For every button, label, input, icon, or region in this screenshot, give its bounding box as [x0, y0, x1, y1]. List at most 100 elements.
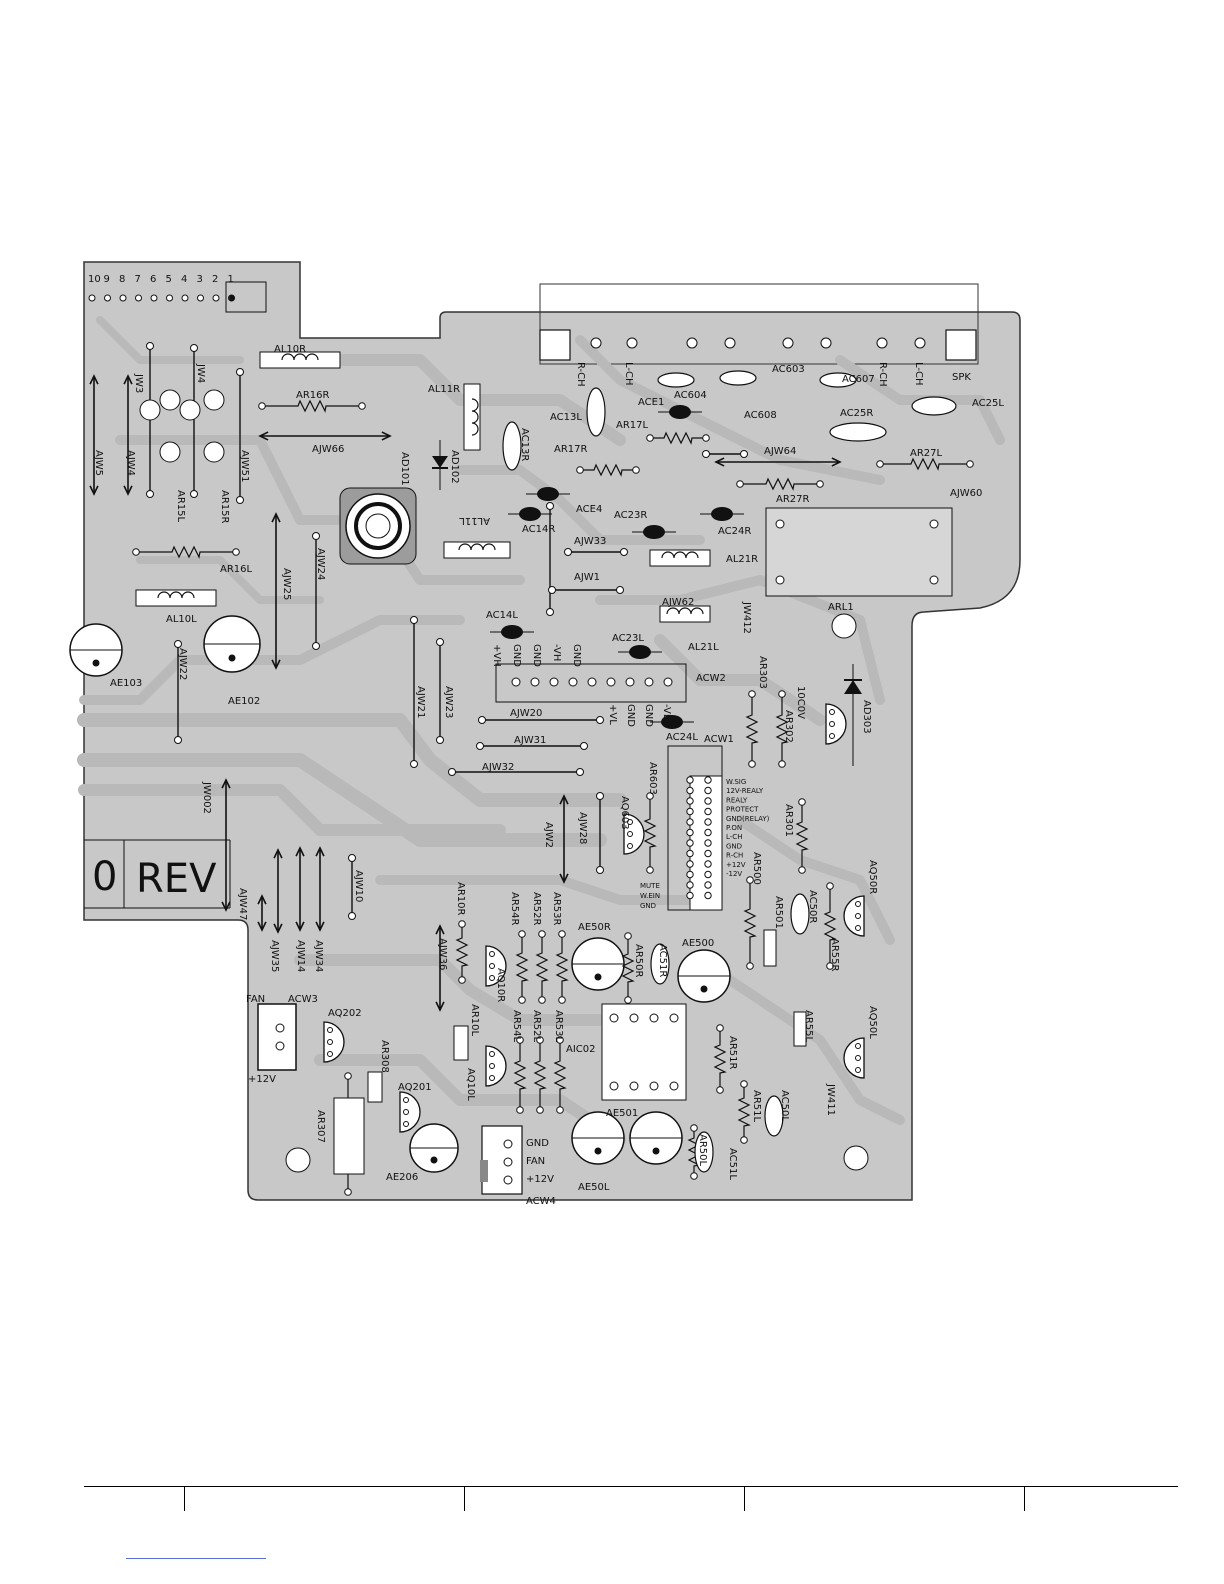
label-ar308: AR308 — [379, 1040, 390, 1073]
label-ajw1: AJW1 — [574, 572, 600, 583]
acw1-pad — [686, 818, 694, 826]
label-ac50l: AC50L — [779, 1090, 790, 1122]
label-ajw14: AJW14 — [295, 940, 306, 972]
connector-pin-7 — [135, 294, 142, 302]
inductor — [659, 605, 711, 623]
label-ae102: AE102 — [228, 696, 260, 707]
connector-pin-10 — [88, 294, 96, 302]
inductor — [135, 589, 217, 607]
acw4-pin-label: FAN — [526, 1156, 545, 1167]
label-ac13l: AC13L — [550, 412, 582, 423]
connector-number: 4 — [181, 274, 187, 285]
connector-number: 10 — [88, 274, 101, 285]
label-ar50l: AR50L — [697, 1134, 708, 1167]
large-pad — [203, 389, 225, 411]
label-ar54r: AR54R — [509, 892, 520, 926]
label-ar15l: AR15L — [175, 490, 186, 523]
resistor — [555, 934, 569, 1000]
label-ar53r: AR53R — [551, 892, 562, 926]
acw2-pin-bottom-label: GND — [643, 704, 654, 727]
transistors — [323, 703, 865, 1133]
resistor — [455, 924, 469, 980]
transformer-symbol — [339, 487, 417, 565]
label-ae500: AE500 — [682, 938, 714, 949]
label-jw412: JW412 — [741, 601, 752, 634]
acw1-pad — [686, 881, 694, 889]
ic-aic02 — [601, 1003, 687, 1101]
label-ar603: AR603 — [647, 762, 658, 795]
ceramic-capacitor — [657, 372, 695, 388]
label-ajw66: AJW66 — [312, 444, 344, 455]
connector-pin-2 — [212, 294, 220, 302]
acw2-pin-top-label: +VH — [491, 644, 502, 667]
acw2-pin-top-label: GND — [531, 644, 542, 667]
label-ajw36: AJW36 — [437, 938, 448, 970]
large-pad — [159, 389, 181, 411]
acw1-pad — [704, 828, 712, 837]
label-ar500: AR500 — [751, 852, 762, 885]
label-aq603: AQ603 — [619, 796, 630, 830]
spk-pin-label: L-CH — [623, 362, 634, 386]
speaker-connector-outline — [539, 283, 979, 365]
footer-link-underline[interactable] — [126, 1558, 266, 1559]
label-aq10r: AQ10R — [495, 968, 506, 1002]
resistor — [515, 934, 529, 1000]
label-ac25r: AC25R — [840, 408, 873, 419]
acw1-pin-label: P.ON — [726, 824, 742, 832]
label-al21l: AL21L — [688, 642, 719, 653]
label-ar50r: AR50R — [633, 944, 644, 978]
connector-pin-8 — [119, 294, 127, 302]
resistor — [795, 802, 809, 870]
relay-arl1 — [765, 507, 953, 639]
label-arl1: ARL1 — [828, 602, 854, 613]
label-ar51l: AR51L — [751, 1090, 762, 1123]
acw4-pin-label: +12V — [526, 1174, 554, 1185]
label-ace1: ACE1 — [638, 397, 664, 408]
rev-label-box: 0 REV — [84, 839, 231, 909]
label-acw3: ACW3 — [288, 994, 318, 1005]
acw1-extra-label: MUTE — [640, 882, 660, 890]
acw1-pad — [686, 807, 694, 816]
label-acw1: ACW1 — [704, 734, 734, 745]
label-ajw51: AJW51 — [239, 450, 250, 482]
label-ar55l: AR55L — [803, 1010, 814, 1043]
acw1-extra-label: W.EIN — [640, 892, 660, 900]
acw1-pad — [704, 881, 712, 889]
label-ae501: AE501 — [606, 1108, 638, 1119]
acw2-pad — [587, 677, 597, 687]
label-fan: FAN — [246, 994, 265, 1005]
label-ajw62: AJW62 — [662, 597, 694, 608]
label-ar27l: AR27L — [910, 448, 943, 459]
label-ac13r: AC13R — [519, 428, 530, 461]
label-acw4: ACW4 — [526, 1196, 556, 1207]
label-ar307: AR307 — [315, 1110, 326, 1143]
label-ar501: AR501 — [773, 896, 784, 929]
ceramic-capacitors — [490, 370, 957, 1173]
ceramic-capacitor — [719, 370, 757, 386]
connector-pin-9 — [104, 294, 111, 302]
connector-number: 7 — [135, 274, 141, 285]
label-ar51r: AR51R — [727, 1036, 738, 1070]
label-ar54l: AR54L — [511, 1010, 522, 1043]
label-ac50r: AC50R — [807, 890, 818, 923]
acw1-pin-label: PROTECT — [726, 806, 759, 814]
connector-pin-3 — [197, 294, 204, 302]
ceramic-capacitor — [819, 372, 857, 388]
acw2-pad — [511, 677, 521, 687]
label-ac24r: AC24R — [718, 526, 751, 537]
label-ajw2: AJW2 — [543, 822, 554, 848]
label-ajw4: AJW4 — [125, 450, 136, 476]
acw1-pin-label: REALY — [726, 796, 748, 804]
acw2-pad — [625, 677, 635, 687]
acw1-pad — [704, 786, 712, 795]
copper-traces — [77, 316, 1005, 1146]
label-ajw47: AJW47 — [237, 888, 248, 920]
label-ac51l: AC51L — [727, 1148, 738, 1180]
label-ar10r: AR10R — [455, 882, 466, 916]
label-ar52r: AR52R — [531, 892, 542, 926]
connector-pin-5 — [166, 294, 173, 302]
acw1-pad — [704, 818, 712, 826]
